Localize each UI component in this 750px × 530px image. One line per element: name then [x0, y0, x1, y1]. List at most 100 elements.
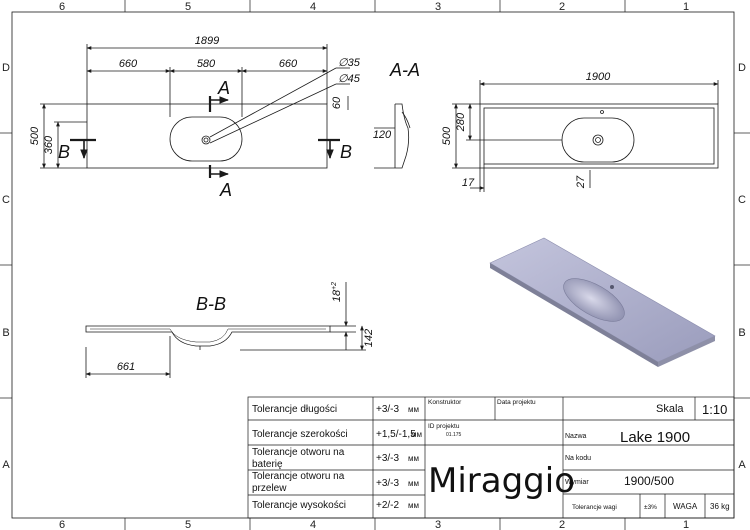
col-label-top-4: 4: [310, 1, 316, 13]
section-label-a-bottom: A: [219, 180, 232, 200]
waga-label: WAGA: [673, 502, 698, 511]
tol-label-width: Tolerancje szerokości: [252, 429, 348, 440]
plan-height-outer: 500: [29, 126, 41, 145]
section-label-b-left: B: [58, 142, 70, 162]
section-bb-title: B-B: [196, 294, 226, 314]
top-view-inner: [483, 107, 715, 165]
tol-unit-battery: мм: [408, 454, 419, 463]
section-label-a-top: A: [217, 78, 230, 98]
col-label-bottom-3: 3: [435, 519, 441, 530]
plan-dia-large: ∅45: [338, 73, 361, 85]
tol-unit-length: мм: [408, 405, 419, 414]
plan-drain-outer: [201, 135, 211, 145]
top-view-dim-17: 17: [462, 177, 475, 189]
plan-drain-inner: [203, 137, 209, 143]
top-view-overflow: [600, 110, 604, 114]
skala-label: Skala: [656, 403, 684, 415]
tol-unit-width: мм: [411, 430, 422, 439]
top-view-dim-27: 27: [575, 175, 587, 189]
tol-label-overflow-2: przelew: [252, 483, 287, 494]
tol-value-length: +3/-3: [376, 404, 400, 415]
section-aa-depth: 120: [373, 129, 392, 141]
iso-slab-side: [658, 336, 715, 367]
wymiar-value: 1900/500: [624, 474, 674, 488]
row-label-left-b: B: [2, 327, 9, 339]
col-label-top-3: 3: [435, 1, 441, 13]
plan-height-inner: 360: [43, 135, 55, 154]
section-aa-title: A-A: [389, 60, 420, 80]
row-label-left-a: A: [2, 459, 10, 471]
col-label-top-5: 5: [185, 1, 191, 13]
id-projektu-label: ID projektu: [428, 423, 460, 430]
row-label-right-d: D: [738, 62, 746, 74]
col-label-bottom-2: 2: [559, 519, 565, 530]
konstruktor-label: Konstruktor: [428, 399, 462, 406]
iso-slab-front: [490, 263, 658, 367]
section-bb-dim-18-tol: +2: [331, 282, 338, 290]
tol-label-overflow-1: Tolerancje otworu na: [252, 471, 345, 482]
plan-dim-mid: 580: [197, 58, 216, 70]
tol-value-overflow: +3/-3: [376, 478, 400, 489]
col-label-bottom-4: 4: [310, 519, 316, 530]
nazwa-label: Nazwa: [565, 433, 587, 440]
row-label-right-a: A: [738, 459, 746, 471]
brand-logo: Miraggio: [428, 461, 575, 501]
tol-label-height: Tolerancje wysokości: [252, 500, 346, 511]
row-label-right-c: C: [738, 194, 746, 206]
col-label-top-2: 2: [559, 1, 565, 13]
title-block: [247, 396, 735, 519]
plan-dim-right: 660: [279, 58, 298, 70]
iso-faucet-hole: [610, 285, 614, 289]
tol-label-battery-1: Tolerancje otworu na: [252, 447, 345, 458]
section-label-b-right: B: [340, 142, 352, 162]
plan-dia-small: ∅35: [338, 57, 361, 69]
top-view-outline: [479, 103, 719, 169]
col-label-bottom-6: 6: [59, 519, 65, 530]
top-view-drain-outer: [592, 134, 604, 146]
row-label-right-b: B: [738, 327, 745, 339]
tol-wagi-label: Tolerancje wagi: [572, 504, 617, 511]
tol-unit-overflow: мм: [408, 479, 419, 488]
isometric-3d-view: [489, 237, 716, 367]
section-bb-dim-661: 661: [117, 361, 135, 373]
waga-value: 36 kg: [710, 502, 730, 511]
col-label-bottom-5: 5: [185, 519, 191, 530]
top-view-dim-280: 280: [455, 112, 467, 132]
section-bb-dim-18: 18: [331, 289, 343, 302]
col-label-bottom-1: 1: [683, 519, 689, 530]
tol-label-battery-2: baterię: [252, 459, 283, 470]
plan-dim-left: 660: [119, 58, 138, 70]
section-aa-view: [374, 103, 411, 169]
plan-overall-width: 1899: [195, 35, 219, 47]
tol-value-width: +1,5/-1,5: [376, 429, 416, 440]
top-view-height: 500: [441, 126, 453, 145]
plan-offset-60: 60: [331, 96, 343, 109]
tol-wagi-value: ±3%: [644, 504, 657, 511]
row-label-left-c: C: [2, 194, 10, 206]
col-label-top-6: 6: [59, 1, 65, 13]
wymiar-label: Wymiar: [565, 479, 589, 486]
iso-basin: [563, 278, 625, 322]
top-view-width: 1900: [586, 71, 611, 83]
row-label-left-d: D: [2, 62, 10, 74]
section-bb-dim-142: 142: [363, 329, 375, 347]
section-bb-view: [85, 282, 366, 378]
top-view-basin: [561, 117, 635, 163]
tol-value-height: +2/-2: [376, 500, 400, 511]
nazwa-value: Lake 1900: [620, 429, 690, 446]
id-projektu-value: 01.175: [446, 432, 462, 438]
data-projektu-label: Data projektu: [497, 399, 536, 406]
plan-view: [40, 44, 350, 178]
tol-value-battery: +3/-3: [376, 453, 400, 464]
top-view-drain-inner: [595, 137, 601, 143]
tol-label-length: Tolerancje długości: [252, 404, 337, 415]
col-label-top-1: 1: [683, 1, 689, 13]
tol-unit-height: мм: [408, 501, 419, 510]
plan-outline: [86, 103, 328, 169]
skala-value: 1:10: [702, 402, 727, 417]
top-view: [452, 80, 719, 192]
kod-label: Na kodu: [565, 455, 591, 462]
plan-basin: [169, 116, 243, 162]
